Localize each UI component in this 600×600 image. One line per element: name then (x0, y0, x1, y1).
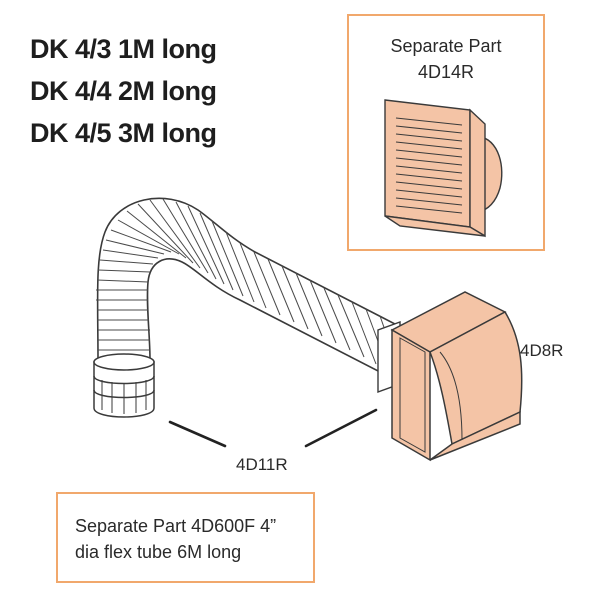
connector-leader-lines (168, 408, 378, 448)
separate-part-label: Separate Part (390, 36, 502, 56)
connector-part-label: 4D11R (236, 455, 288, 474)
hooded-cowl-icon (390, 291, 523, 462)
flex-tube-line-2: dia flex tube 6M long (75, 542, 242, 562)
separate-part-box: Separate Part 4D14R (347, 14, 545, 251)
flex-tube-line-1: Separate Part 4D600F 4” (75, 516, 277, 536)
separate-part-code: 4D14R (417, 62, 475, 82)
title-line-3: DK 4/5 3M long (30, 118, 217, 148)
flex-duct-icon (96, 197, 396, 374)
cowl-part-label: 4D8R (520, 341, 564, 360)
flex-tube-box: Separate Part 4D600F 4” dia flex tube 6M… (56, 492, 315, 583)
duct-connector-icon (93, 353, 155, 418)
louvred-grille-icon (384, 99, 503, 238)
title-block: DK 4/3 1M long DK 4/4 2M long DK 4/5 3M … (30, 28, 217, 154)
title-line-1: DK 4/3 1M long (30, 34, 217, 64)
title-line-2: DK 4/4 2M long (30, 76, 217, 106)
